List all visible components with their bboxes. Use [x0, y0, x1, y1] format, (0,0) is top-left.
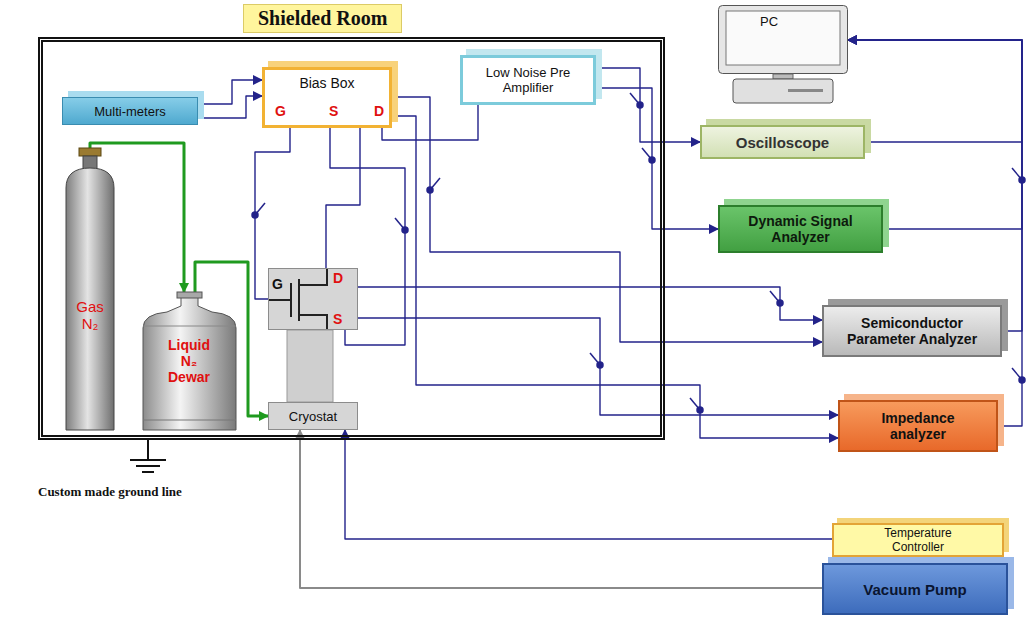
- bias-box: Bias BoxG S D: [262, 67, 392, 128]
- instrument-box: Semiconductor Parameter Analyzer: [822, 305, 1002, 357]
- pin-name: S: [333, 311, 342, 327]
- connector: [198, 80, 262, 104]
- connector: [848, 40, 1022, 142]
- instrument-box: Oscilloscope: [700, 125, 865, 159]
- box-label: Bias Box: [265, 75, 389, 91]
- computer-shape: [718, 5, 848, 105]
- node-label: Temperature Controller: [863, 526, 973, 554]
- ground-symbol: [130, 440, 166, 472]
- amplifier-box: Low Noise Pre Amplifier: [460, 55, 596, 105]
- connector: [848, 40, 1022, 331]
- node-label: Low Noise Pre Amplifier: [467, 65, 589, 95]
- pin-name: D: [374, 103, 384, 119]
- shielded-room: Shielded RoomMulti-metersBias BoxGSDLow …: [38, 37, 665, 440]
- computer: PC: [718, 5, 848, 105]
- connector: [848, 40, 1022, 229]
- node-label: Dynamic Signal Analyzer: [724, 213, 877, 245]
- connector: [330, 128, 405, 345]
- node-label: PC: [760, 14, 778, 29]
- node-label: Liquid N₂ Dewar: [163, 337, 215, 385]
- pin-name: D: [333, 270, 343, 286]
- connector: [392, 116, 838, 438]
- connector: [326, 128, 360, 268]
- connector: [198, 96, 262, 118]
- cryostat-box: Cryostat: [268, 402, 358, 430]
- connector: [358, 287, 822, 320]
- ground-label: Custom made ground line: [38, 484, 182, 500]
- pin-name: G: [272, 276, 283, 292]
- pin-name: S: [329, 103, 338, 119]
- pin-name: G: [275, 103, 286, 119]
- room-heading: Shielded Room: [243, 4, 402, 33]
- switch-symbols: [252, 93, 1025, 413]
- cryostat-stem: [287, 330, 333, 402]
- node-label: Vacuum Pump: [863, 581, 966, 598]
- instrument-box: Impedance analyzer: [838, 400, 998, 452]
- connector: [345, 430, 832, 539]
- device-under-test: G D S: [268, 268, 358, 330]
- gas-cylinder-shape: [62, 148, 118, 430]
- node-label: Multi-meters: [94, 104, 166, 119]
- controller-box: Temperature Controller: [832, 523, 1004, 557]
- node-label: Impedance analyzer: [863, 410, 973, 442]
- node-label: Cryostat: [289, 409, 337, 424]
- pump-box: Vacuum Pump: [822, 563, 1008, 615]
- node-label: Oscilloscope: [736, 134, 829, 151]
- instrument-box: Dynamic Signal Analyzer: [718, 205, 883, 253]
- gas-cylinder: Gas N₂: [62, 148, 118, 430]
- nitrogen-dewar: Liquid N₂ Dewar: [137, 292, 242, 430]
- node-label: Semiconductor Parameter Analyzer: [828, 315, 996, 347]
- connector: [596, 68, 700, 142]
- connectors: [90, 40, 1022, 588]
- node-label: Gas N₂: [70, 298, 110, 332]
- connector: [300, 430, 822, 588]
- connector: [358, 318, 838, 415]
- instrument-box: Multi-meters: [62, 97, 198, 125]
